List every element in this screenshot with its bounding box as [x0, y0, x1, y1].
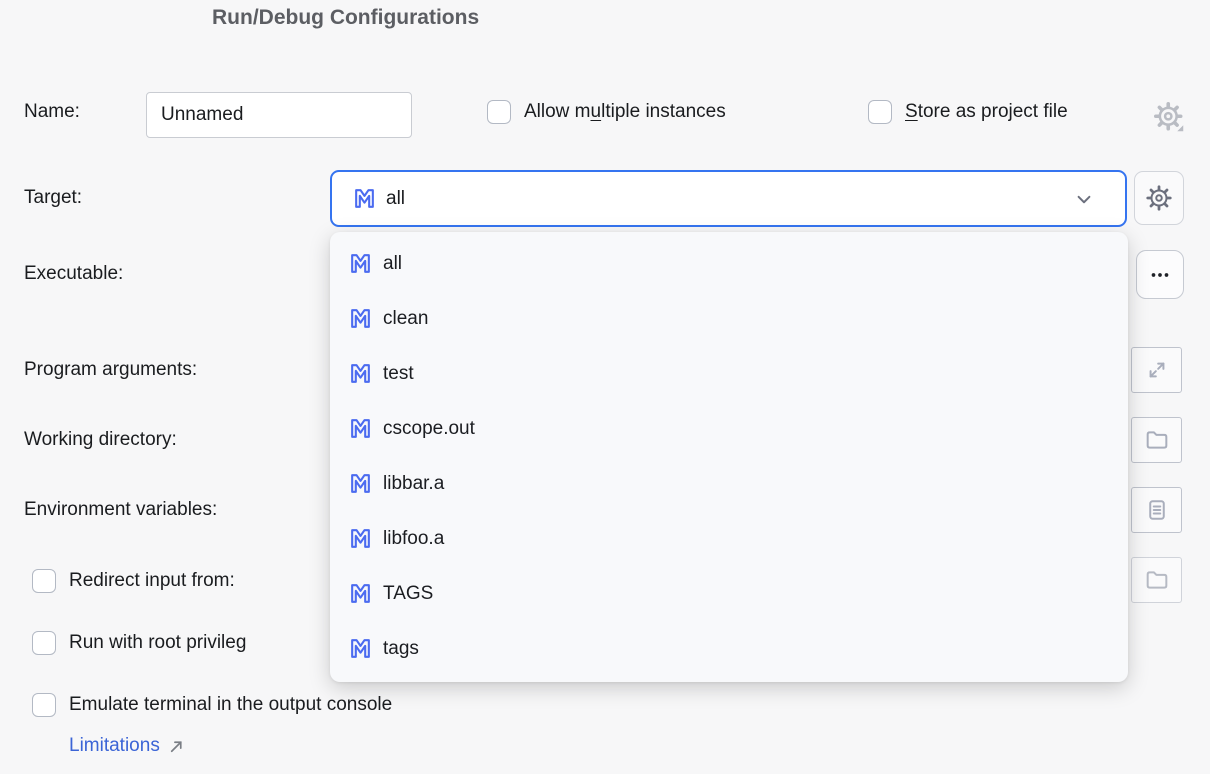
makefile-icon: [355, 189, 374, 208]
limitations-link[interactable]: Limitations: [69, 735, 160, 756]
emulate-terminal-label: Emulate terminal in the output console: [69, 694, 393, 715]
page-title: Run/Debug Configurations: [212, 6, 480, 29]
makefile-icon: [351, 474, 370, 493]
emulate-terminal-checkbox[interactable]: [32, 693, 56, 717]
name-label: Name:: [24, 101, 80, 122]
redirect-input-checkbox[interactable]: [32, 569, 56, 593]
gear-icon: [1146, 185, 1172, 211]
folder-icon: [1146, 431, 1167, 449]
executable-label: Executable:: [24, 263, 124, 284]
working-directory-label: Working directory:: [24, 429, 177, 450]
environment-variables-label: Environment variables:: [24, 499, 218, 520]
store-as-project-file-label: Store as project file: [905, 101, 1068, 122]
dropdown-item-tags[interactable]: tags: [330, 621, 1128, 676]
dropdown-item-cscope-out[interactable]: cscope.out: [330, 401, 1128, 456]
store-as-project-file-checkbox-row[interactable]: Store as project file: [868, 100, 1068, 124]
program-arguments-expand-button[interactable]: [1131, 347, 1182, 393]
emulate-terminal-checkbox-row[interactable]: Emulate terminal in the output console: [32, 693, 392, 717]
target-label: Target:: [24, 187, 83, 208]
run-with-root-privileges-checkbox[interactable]: [32, 631, 56, 655]
makefile-icon: [351, 254, 370, 273]
dropdown-item-TAGS[interactable]: TAGS: [330, 566, 1128, 621]
dropdown-item-libbar-a[interactable]: libbar.a: [330, 456, 1128, 511]
executable-browse-button[interactable]: [1136, 250, 1184, 299]
working-directory-browse-button[interactable]: [1131, 417, 1182, 463]
dropdown-item-libfoo-a[interactable]: libfoo.a: [330, 511, 1128, 566]
external-link-icon: [170, 740, 182, 752]
program-arguments-label: Program arguments:: [24, 359, 198, 380]
target-settings-button[interactable]: [1134, 171, 1184, 225]
makefile-icon: [351, 529, 370, 548]
environment-variables-edit-button[interactable]: [1131, 487, 1182, 533]
redirect-input-checkbox-row[interactable]: Redirect input from:: [32, 569, 235, 593]
redirect-input-label: Redirect input from:: [69, 570, 235, 591]
chevron-down-icon[interactable]: [1071, 186, 1097, 212]
target-dropdown-popup: all clean test cscope.out libbar.a libfo…: [330, 232, 1128, 682]
limitations-link-row[interactable]: Limitations: [69, 735, 185, 757]
makefile-icon: [351, 639, 370, 658]
makefile-icon: [351, 419, 370, 438]
gear-dropdown-icon[interactable]: [1151, 99, 1187, 135]
redirect-input-browse-button[interactable]: [1131, 557, 1182, 603]
makefile-icon: [351, 584, 370, 603]
allow-multiple-instances-checkbox[interactable]: [487, 100, 511, 124]
expand-icon: [1149, 362, 1164, 378]
allow-multiple-instances-label: Allow multiple instances: [524, 101, 726, 122]
ellipsis-icon: [1151, 272, 1169, 277]
folder-icon: [1146, 571, 1167, 589]
run-with-root-privileges-label: Run with root privileg: [69, 632, 247, 653]
makefile-icon: [351, 364, 370, 383]
list-icon: [1148, 500, 1165, 520]
store-as-project-file-checkbox[interactable]: [868, 100, 892, 124]
target-combobox[interactable]: all: [330, 170, 1127, 227]
makefile-icon: [351, 309, 370, 328]
dropdown-item-test[interactable]: test: [330, 346, 1128, 401]
dropdown-item-clean[interactable]: clean: [330, 291, 1128, 346]
target-selected-value: all: [386, 187, 406, 209]
dropdown-item-all[interactable]: all: [330, 236, 1128, 291]
run-with-root-privileges-checkbox-row[interactable]: Run with root privileg: [32, 631, 246, 655]
name-input[interactable]: [146, 92, 412, 138]
allow-multiple-instances-checkbox-row[interactable]: Allow multiple instances: [487, 100, 726, 124]
